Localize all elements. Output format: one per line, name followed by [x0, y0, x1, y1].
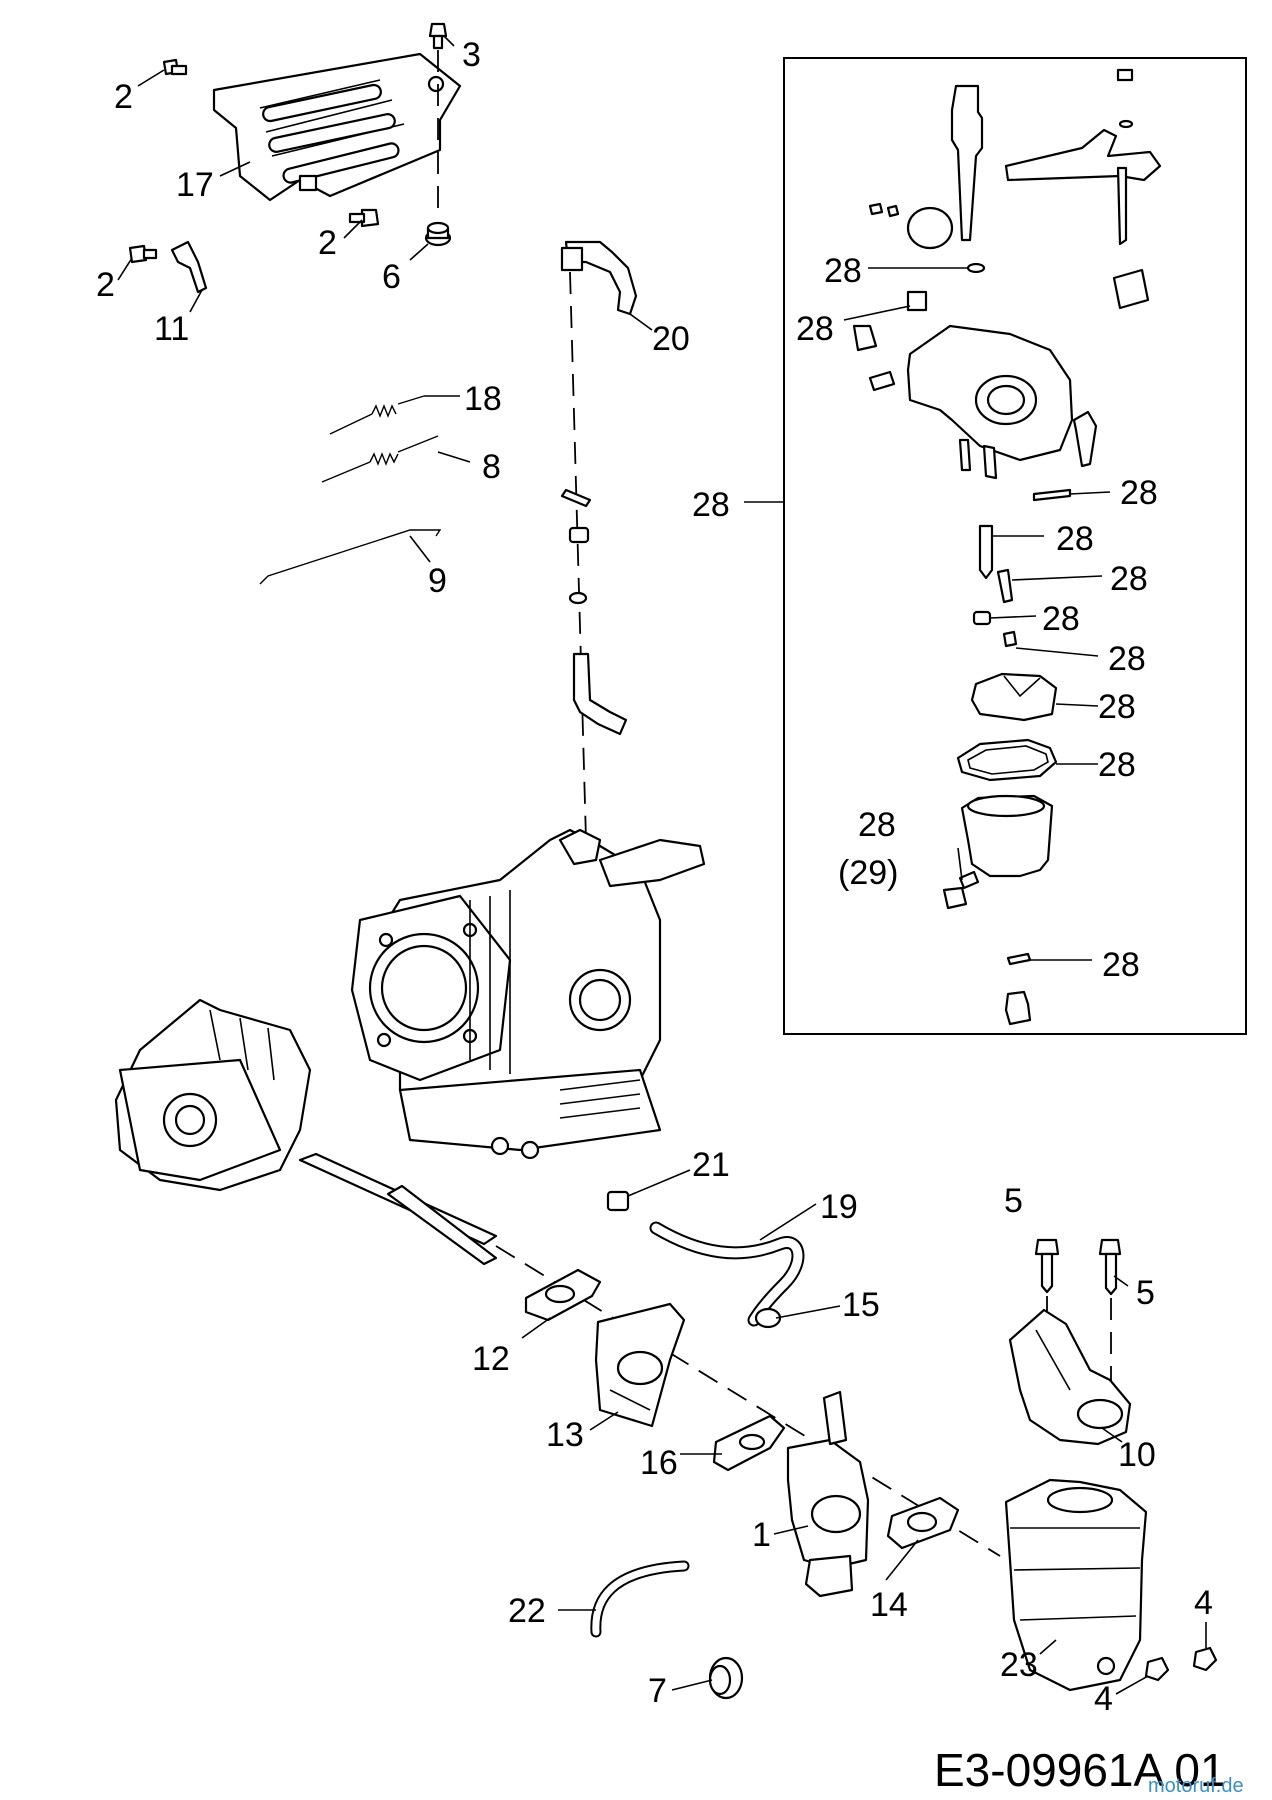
label-28-needle: 28 [1110, 560, 1148, 598]
label-13: 13 [546, 1416, 584, 1454]
label-11: 11 [154, 310, 189, 348]
label-1: 1 [752, 1516, 771, 1554]
cylinder-head [114, 998, 312, 1192]
label-4-bottom: 4 [1094, 1680, 1113, 1718]
label-14: 14 [870, 1586, 908, 1624]
label-9: 9 [428, 562, 447, 600]
label-10: 10 [1118, 1436, 1156, 1474]
label-22: 22 [508, 1592, 546, 1630]
grommet-7 [708, 1656, 744, 1700]
label-28-spring: 28 [1108, 640, 1146, 678]
label-17: 17 [176, 166, 214, 204]
engine-crankcase [350, 828, 706, 1160]
pushrods [298, 1152, 498, 1266]
air-guide-cover [212, 52, 462, 202]
insulator-13 [594, 1302, 686, 1428]
label-8: 8 [482, 448, 501, 486]
label-23: 23 [1000, 1646, 1038, 1684]
label-29: (29) [838, 854, 898, 892]
nut-4-right [1192, 1646, 1218, 1672]
label-19: 19 [820, 1188, 858, 1226]
governor-link-parts [560, 488, 628, 736]
carburetor-1 [786, 1390, 870, 1598]
label-28-float: 28 [1098, 688, 1136, 726]
bracket-11 [170, 240, 208, 294]
label-28-oring: 28 [824, 252, 862, 290]
gasket-16 [712, 1414, 786, 1472]
label-4-right: 4 [1194, 1584, 1213, 1622]
label-18: 18 [464, 380, 502, 418]
drawing-code: E3-09961A 01 [934, 1744, 1226, 1796]
label-5-left: 5 [1004, 1182, 1023, 1220]
gasket-14 [886, 1496, 960, 1550]
tube-22 [590, 1560, 690, 1638]
label-16: 16 [640, 1444, 678, 1482]
label-7: 7 [648, 1672, 667, 1710]
label-15: 15 [842, 1286, 880, 1324]
spring-18 [329, 395, 425, 435]
label-28-bottom: 28 [1102, 946, 1140, 984]
air-filter-housing-23 [1004, 1478, 1148, 1692]
air-filter-adapter-10 [1008, 1308, 1132, 1446]
gasket-12 [524, 1268, 602, 1322]
label-6: 6 [382, 258, 401, 296]
label-20: 20 [652, 320, 690, 358]
label-28-left: 28 [692, 486, 730, 524]
label-28-jet: 28 [1056, 520, 1094, 558]
label-5-right: 5 [1136, 1274, 1155, 1312]
spring-8 [321, 435, 439, 483]
label-12: 12 [472, 1340, 510, 1378]
label-21: 21 [692, 1146, 730, 1184]
rod-9 [259, 529, 442, 585]
bolt-2-top [162, 58, 188, 76]
label-28-seat: 28 [1042, 600, 1080, 638]
label-28-screw: 28 [796, 310, 834, 348]
label-28-pin: 28 [1120, 474, 1158, 512]
watermark: motoruf.de [1148, 1775, 1244, 1797]
governor-arm-20 [560, 240, 638, 316]
label-2-mid: 2 [318, 224, 337, 262]
fuel-line-19 [649, 1221, 805, 1327]
label-28-gasket: 28 [1098, 746, 1136, 784]
bolt-5-right [1098, 1238, 1122, 1296]
grommet-6 [424, 221, 452, 247]
bolt-2-mid [348, 208, 380, 228]
label-2-top: 2 [114, 78, 133, 116]
carb-detail-parts [852, 68, 1162, 1026]
fitting-21 [606, 1190, 630, 1212]
nut-4-bottom [1144, 1656, 1170, 1682]
leader-lines [117, 35, 1207, 1695]
carburetor-detail-frame [783, 57, 1247, 1035]
bolt-3 [428, 22, 448, 50]
label-3: 3 [462, 36, 481, 74]
bolt-5-left [1034, 1238, 1060, 1294]
label-2-left: 2 [96, 266, 115, 304]
bolt-2-left [128, 244, 158, 264]
label-28-drain: 28 [858, 806, 896, 844]
